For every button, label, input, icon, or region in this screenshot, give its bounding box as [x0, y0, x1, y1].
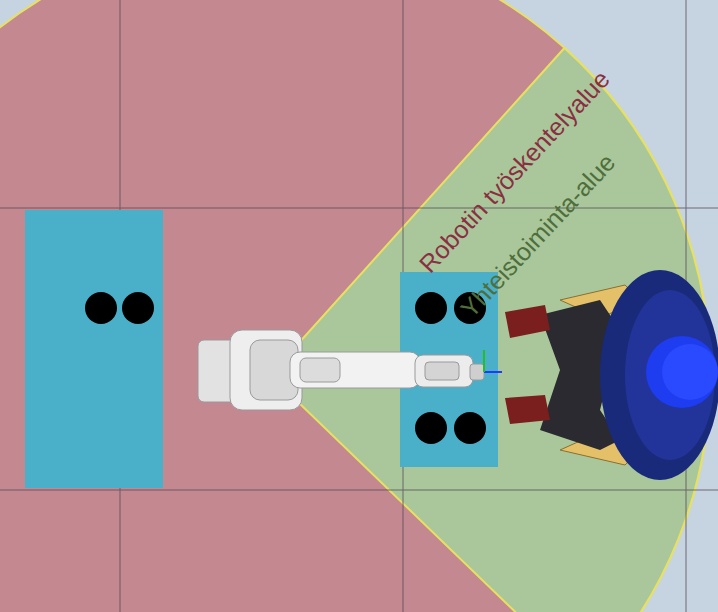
- area-label: Yhteistoiminta-alue: [456, 149, 621, 323]
- operator-figure: [505, 270, 718, 480]
- robot-arm: [198, 330, 502, 410]
- parts: [85, 292, 486, 444]
- left-table: [25, 210, 163, 488]
